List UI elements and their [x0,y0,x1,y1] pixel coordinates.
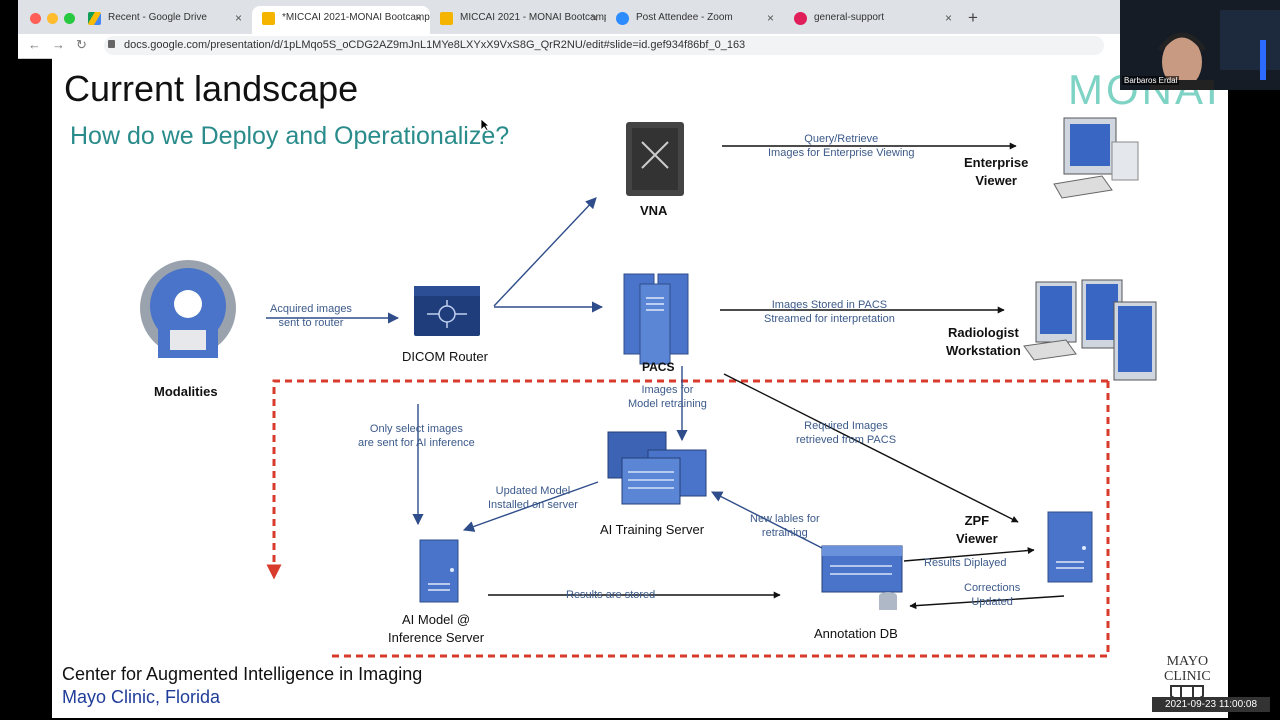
arrow-annotation-zpf [903,547,1035,562]
tab-google-drive[interactable]: Recent - Google Drive × [78,6,250,34]
reload-icon[interactable]: ↻ [76,37,87,52]
close-tab-icon[interactable]: × [414,11,422,25]
footer-center-name: Center for Augmented Intelligence in Ima… [62,664,423,684]
mouse-cursor-icon [480,118,490,132]
radiologist-workstation-icon [1023,279,1157,381]
node-radiologist-workstation: Radiologist Workstation [946,325,1021,358]
google-slides-icon [440,12,453,25]
arrow-zpf-annotation [909,595,1065,610]
tab-label: Post Attendee - Zoom [636,12,733,23]
ct-scanner-icon [140,260,236,358]
close-tab-icon[interactable]: × [766,11,774,25]
chat-icon [794,12,807,25]
tab-miccai[interactable]: MICCAI 2021 - MONAI Bootcamp × [430,6,606,34]
google-slides-icon [262,12,275,25]
label-results-displayed: Results Diplayed [924,557,1007,569]
zpf-viewer-server-icon [1047,511,1093,583]
dicom-router-icon [414,286,480,336]
google-drive-icon [88,12,101,25]
enterprise-viewer-computer-icon [1053,117,1139,199]
browser-tab-bar: Recent - Google Drive × *MICCAI 2021-MON… [18,0,1120,34]
lock-icon [108,40,115,48]
label-acquired-images: Acquired images sent to router [270,303,352,329]
annotation-db-server-icon [821,545,903,610]
tab-label: *MICCAI 2021-MONAI Bootcamp [282,12,430,23]
node-zpf-viewer: ZPF Viewer [956,513,998,546]
minimize-window-button[interactable] [47,13,58,24]
arrow-router-vna [493,197,597,307]
label-images-stored: Images Stored in PACS Streamed for inter… [764,299,895,325]
tab-general-support[interactable]: general-support × [784,6,960,34]
ai-workflow-boundary [330,381,1110,658]
tab-label: Recent - Google Drive [108,12,207,23]
label-updated-model: Updated Model Installed on server [488,485,578,511]
window-controls [30,11,81,29]
vna-server-icon [626,122,684,196]
tab-miccai-active[interactable]: *MICCAI 2021-MONAI Bootcamp × [252,6,430,34]
footer-location: Mayo Clinic, Florida [62,687,221,707]
arrow-pacs-zpf [723,373,1019,523]
new-tab-button[interactable]: + [968,8,978,27]
mayo-clinic-logo-text: MAYO CLINIC [1164,654,1211,684]
node-ai-training-server: AI Training Server [600,522,705,537]
label-results-stored: Results are stored [566,589,656,601]
close-tab-icon[interactable]: × [234,11,242,25]
ai-training-server-icon [607,431,707,505]
participant-video: Barbaros Erdal [1120,0,1280,90]
workflow-diagram [140,117,1157,658]
close-tab-icon[interactable]: × [944,11,952,25]
close-tab-icon[interactable]: × [590,11,598,25]
tab-zoom[interactable]: Post Attendee - Zoom × [606,6,782,34]
tab-label: MICCAI 2021 - MONAI Bootcamp [460,12,606,23]
label-required-images: Required Images retrieved from PACS [796,420,897,446]
label-only-select-images: Only select images are sent for AI infer… [358,423,475,449]
node-dicom-router: DICOM Router [402,349,488,364]
tab-label: general-support [814,12,885,23]
inference-server-icon [419,539,459,603]
node-ai-model-inference: AI Model @ Inference Server [388,612,485,645]
url-field[interactable]: docs.google.com/presentation/d/1pLMqo5S_… [104,36,1104,55]
maximize-window-button[interactable] [64,13,75,24]
node-annotation-db: Annotation DB [814,626,898,641]
slide-subtitle: How do we Deploy and Operationalize? [70,122,510,150]
label-corrections-updated: Corrections Updated [964,582,1021,608]
arrow-annotation-training [711,491,823,549]
label-query-retrieve: Query/Retrieve Images for Enterprise Vie… [768,133,915,159]
node-modalities: Modalities [154,384,218,399]
slide-title: Current landscape [64,68,359,109]
node-enterprise-viewer: Enterprise Viewer [964,155,1029,188]
address-bar-row: ← → ↻ docs.google.com/presentation/d/1pL… [18,34,1120,59]
participant-name: Barbaros Erdal [1122,76,1180,85]
label-images-for-retraining: Images for Model retraining [628,384,707,410]
node-pacs: PACS [642,360,675,374]
mayo-clinic-logo: MAYO CLINIC [1164,654,1211,710]
participant-video-feed [1120,0,1280,90]
arrow-training-inference [462,481,599,532]
close-window-button[interactable] [30,13,41,24]
pacs-servers-icon [623,273,689,365]
slide-canvas: Current landscape How do we Deploy and O… [52,58,1228,718]
node-vna: VNA [640,203,668,218]
ai-workflow-boundary-arrow [266,379,1108,580]
forward-icon[interactable]: → [52,37,65,52]
label-new-labels: New lables for retraining [750,513,820,539]
zoom-icon [616,12,629,25]
back-icon[interactable]: ← [28,37,41,52]
recording-timestamp: 2021-09-23 11:00:08 [1152,697,1270,712]
